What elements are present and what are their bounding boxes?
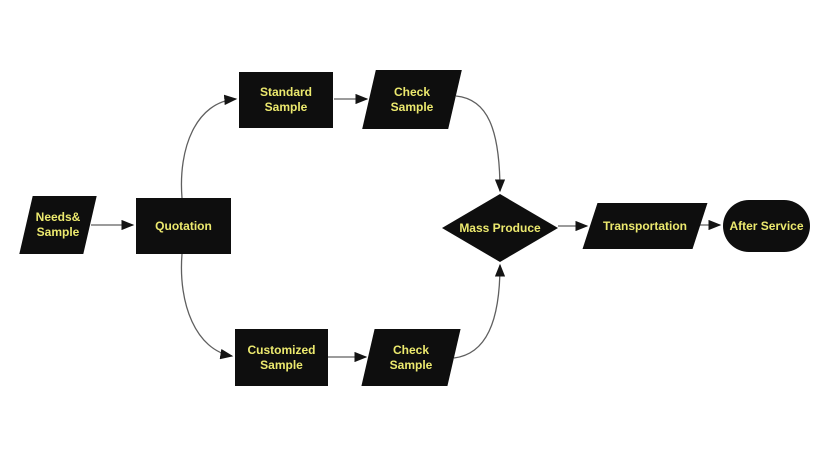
node-label: Needs& Sample bbox=[26, 196, 90, 254]
node-standard-sample[interactable]: Standard Sample bbox=[239, 72, 333, 128]
stadium-shape bbox=[723, 200, 810, 252]
edge-quotation-to-customized bbox=[180, 253, 234, 360]
node-check-sample-bottom[interactable]: Check Sample bbox=[361, 329, 461, 386]
edge-checktop-to-mass bbox=[455, 95, 506, 193]
rectangle-shape bbox=[136, 198, 231, 254]
rectangle-shape bbox=[235, 329, 328, 386]
label-line: Transportation bbox=[602, 218, 687, 233]
node-label: After Service bbox=[723, 200, 810, 252]
label-line: Mass Produce bbox=[459, 220, 541, 235]
edge-quotation-to-standard bbox=[180, 94, 238, 199]
node-label: Customized Sample bbox=[235, 329, 328, 386]
node-label: Quotation bbox=[136, 198, 231, 254]
label-line: Sample bbox=[264, 100, 308, 114]
node-transportation[interactable]: Transportation bbox=[582, 203, 708, 249]
label-line: Check bbox=[393, 84, 431, 99]
rectangle-shape bbox=[239, 72, 333, 128]
label-line: After Service bbox=[729, 218, 804, 233]
label-line: Quotation bbox=[155, 218, 212, 233]
label-line: Standard bbox=[259, 85, 312, 99]
label-line: Needs& bbox=[35, 210, 81, 224]
label-line: Sample bbox=[260, 357, 303, 372]
node-label: Standard Sample bbox=[239, 72, 333, 128]
node-needs-sample[interactable]: Needs& Sample bbox=[19, 196, 97, 254]
node-label: Mass Produce bbox=[442, 194, 558, 262]
label-line: Sample bbox=[390, 99, 434, 114]
label-line: Check bbox=[392, 342, 430, 357]
label-line: Sample bbox=[389, 357, 433, 372]
label-line: Sample bbox=[36, 225, 80, 239]
node-after-service[interactable]: After Service bbox=[723, 200, 810, 252]
node-label: Check Sample bbox=[369, 70, 455, 129]
node-label: Transportation bbox=[590, 203, 700, 249]
node-customized-sample[interactable]: Customized Sample bbox=[235, 329, 328, 386]
node-label: Check Sample bbox=[368, 329, 454, 386]
node-mass-produce[interactable]: Mass Produce bbox=[442, 194, 558, 262]
node-check-sample-top[interactable]: Check Sample bbox=[362, 70, 462, 129]
label-line: Customized bbox=[247, 342, 316, 357]
edge-checkbottom-to-mass bbox=[453, 263, 506, 359]
node-quotation[interactable]: Quotation bbox=[136, 198, 231, 254]
